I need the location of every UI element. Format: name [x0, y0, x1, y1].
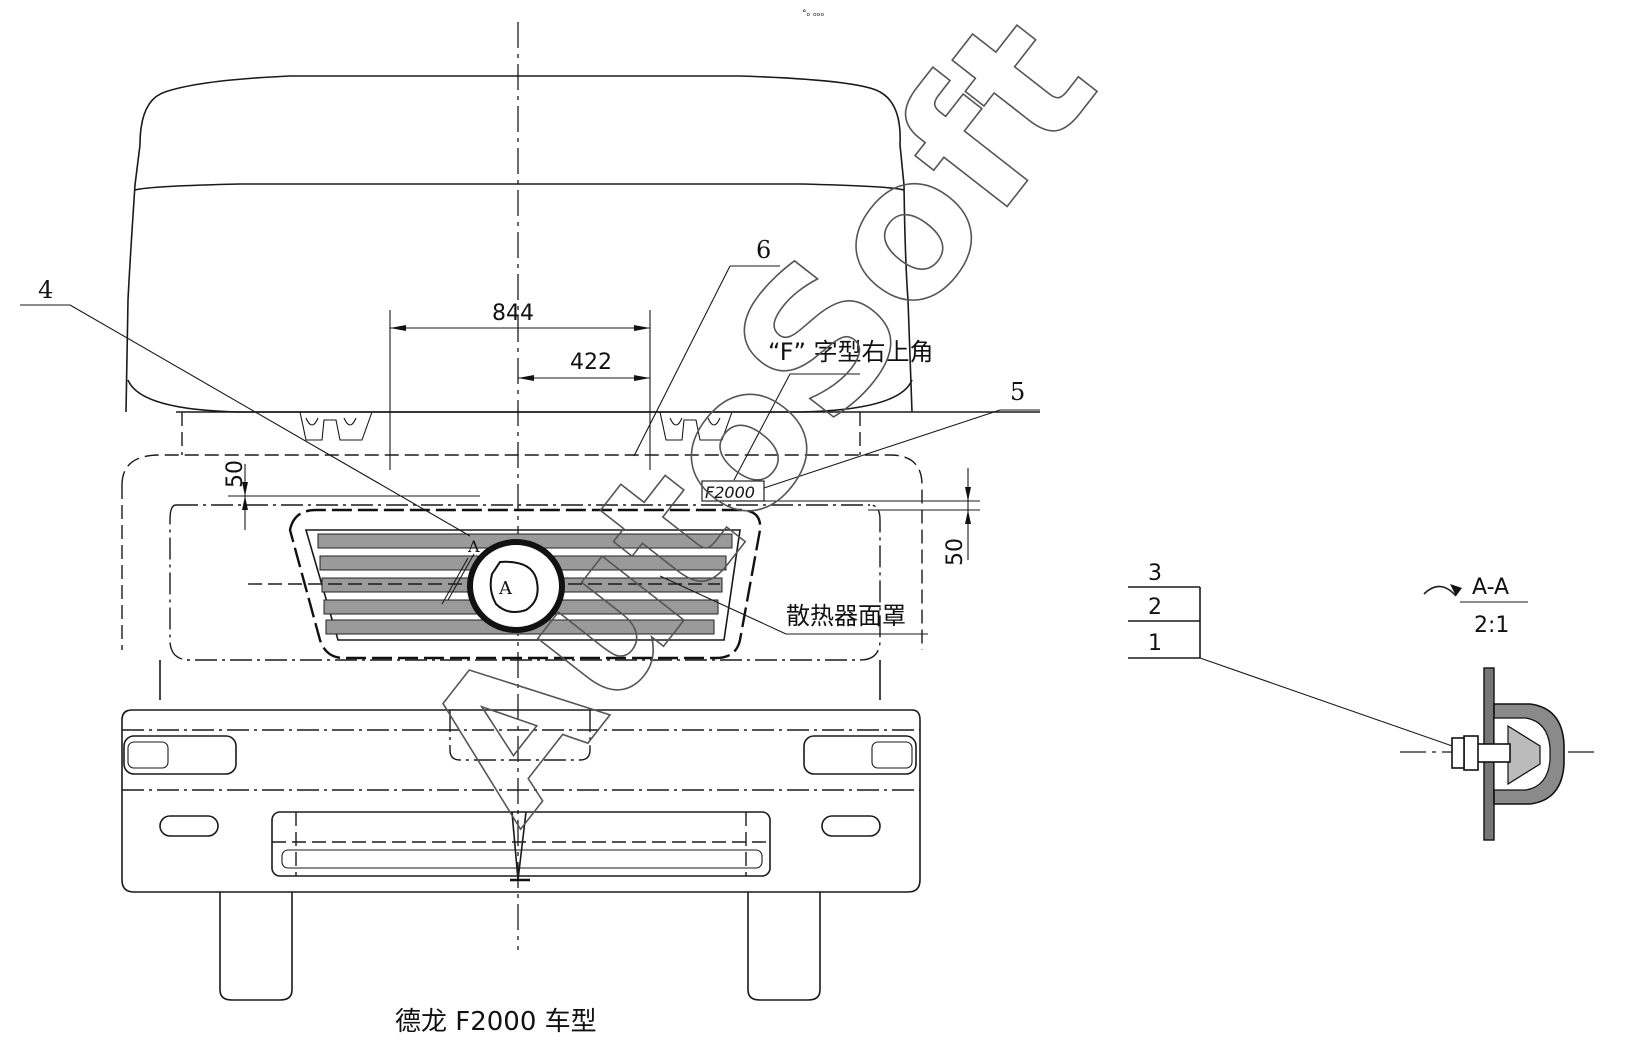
dimension-844: 844 — [389, 301, 651, 470]
tires — [219, 892, 821, 1001]
fog-lamp-left — [159, 815, 219, 837]
callout-4: 4 — [20, 276, 471, 537]
license-plate-frame — [271, 811, 771, 877]
watermark: AutoSoft — [381, 0, 1137, 858]
callout-5-label: 5 — [1010, 378, 1025, 406]
drawing-caption: 德龙 F2000 车型 — [395, 1007, 597, 1037]
radiator-cover-label: 散热器面罩 — [786, 602, 906, 630]
front-panel — [121, 454, 923, 700]
layer-3: 3 — [1148, 561, 1162, 586]
wiper-brackets — [299, 411, 733, 441]
section-scale-label: 2:1 — [1474, 613, 1509, 638]
emblem-detail-a: A A — [441, 537, 565, 633]
callout-f-corner: “F” 字型右上角 — [733, 338, 934, 481]
bumper-lamp-right — [803, 735, 917, 775]
callout-6: 6 — [633, 236, 780, 457]
dimension-50-left: 50 — [223, 460, 480, 530]
section-title-label: A-A — [1472, 575, 1509, 600]
dim-50-left-label: 50 — [223, 460, 248, 488]
tiny-mark: °ₒ ₒₒₒ — [802, 9, 825, 19]
section-title: A-A 2:1 — [1423, 575, 1528, 638]
callout-6-label: 6 — [756, 236, 771, 264]
section-layer-table: 3 2 1 — [1128, 561, 1459, 749]
dimension-50-right: 50 — [760, 468, 980, 566]
section-mark-a-lower: A — [498, 578, 513, 599]
bumper-lamp-left — [123, 735, 237, 775]
dim-50-right-label: 50 — [943, 538, 968, 566]
front-bumper — [121, 709, 921, 893]
callout-radiator-cover: 散热器面罩 — [659, 575, 928, 635]
dim-844-label: 844 — [492, 301, 534, 326]
section-mark-a-upper: A — [467, 537, 480, 556]
layer-2: 2 — [1148, 595, 1162, 620]
callout-4-label: 4 — [38, 276, 53, 304]
layer-1: 1 — [1148, 631, 1162, 656]
emblem-text: F2000 — [705, 483, 755, 502]
section-detail — [1400, 667, 1600, 841]
dim-422-label: 422 — [570, 350, 612, 375]
f2000-badge: F2000 — [701, 480, 765, 502]
fog-lamp-right — [821, 815, 881, 837]
callout-5: 5 — [763, 378, 1040, 489]
dimension-422: 422 — [518, 350, 650, 381]
f-corner-note: “F” 字型右上角 — [768, 338, 934, 366]
